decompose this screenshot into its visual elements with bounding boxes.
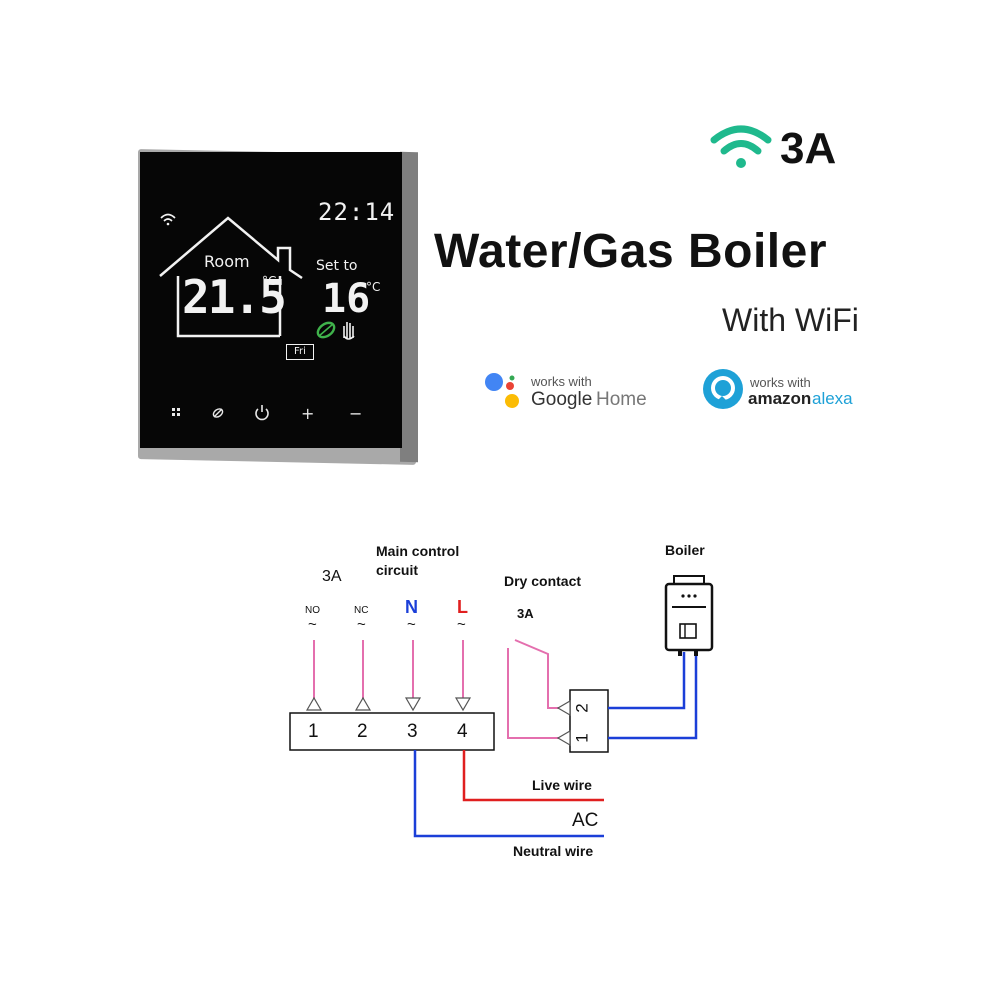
dry-contact-amperage: 3A: [517, 606, 534, 621]
google-brand: Google: [531, 389, 593, 410]
dry-terminal-1: 1: [572, 733, 592, 743]
main-control-label-line1: Main control: [376, 543, 460, 559]
amazon-word: amazon: [748, 389, 812, 408]
boiler-wires: [608, 652, 698, 740]
google-home-word: Home: [596, 389, 647, 410]
tilde-1: ~: [308, 616, 317, 633]
terminal-2: 2: [357, 721, 368, 742]
neutral-wire: [413, 750, 604, 838]
terminal-block: [289, 712, 495, 751]
room-temperature: 21.5: [182, 270, 287, 324]
neutral-wire-label: Neutral wire: [513, 843, 594, 859]
alexa-works-with: works with: [750, 375, 811, 390]
boiler-label: Boiler: [665, 542, 705, 558]
dry-contact-block: [569, 689, 609, 753]
google-assistant-icon: [485, 373, 519, 408]
alexa-word: alexa: [812, 389, 853, 408]
house-outline: [159, 216, 303, 338]
clock-display: 22:14: [318, 198, 396, 226]
dry-contact-arrows: [556, 699, 571, 747]
alexa-icon: [703, 369, 743, 409]
terminal-nc-label: NC: [354, 605, 369, 616]
dry-contact-switch: [507, 639, 566, 739]
terminal-4: 4: [457, 721, 468, 742]
screen-wifi-icon: [160, 213, 176, 226]
product-title: Water/Gas Boiler: [434, 225, 828, 278]
main-amperage-label: 3A: [322, 568, 342, 585]
live-wire: [462, 750, 604, 802]
terminal-1: 1: [308, 721, 319, 742]
minus-button[interactable]: −: [349, 404, 363, 423]
dry-contact-label: Dry contact: [504, 573, 582, 589]
set-temp-unit: °C: [366, 280, 381, 294]
hand-icon: [343, 322, 355, 340]
terminal-arrows: [305, 696, 472, 712]
leaf-icon: [316, 321, 336, 339]
terminal-no-label: NO: [305, 605, 320, 616]
day-indicator: Fri: [286, 344, 314, 360]
tilde-4: ~: [457, 616, 466, 633]
terminal-l-label: L: [457, 597, 468, 617]
wifi-icon: [710, 125, 772, 168]
input-wires-n-l: [412, 640, 464, 700]
menu-icon[interactable]: [172, 408, 180, 416]
room-temp-unit: °C: [262, 274, 277, 288]
amperage-title: 3A: [780, 124, 837, 173]
google-works-with: works with: [531, 374, 592, 389]
room-label: Room: [204, 252, 250, 271]
terminal-n-label: N: [405, 597, 418, 617]
tilde-3: ~: [407, 616, 416, 633]
terminal-3: 3: [407, 721, 418, 742]
set-temperature: 16: [322, 276, 371, 322]
tilde-2: ~: [357, 616, 366, 633]
pink-wires-no-nc: [313, 640, 364, 700]
ac-label: AC: [572, 810, 599, 831]
main-control-label-line2: circuit: [376, 562, 419, 578]
set-to-label: Set to: [316, 258, 358, 274]
live-wire-label: Live wire: [532, 777, 592, 793]
thermostat-screen: [140, 152, 402, 448]
boiler-icon: [664, 575, 714, 656]
power-icon[interactable]: [255, 405, 269, 421]
product-subtitle: With WiFi: [722, 302, 859, 338]
mode-icon[interactable]: [212, 407, 224, 418]
dry-terminal-2: 2: [572, 703, 592, 713]
plus-button[interactable]: +: [301, 404, 315, 423]
